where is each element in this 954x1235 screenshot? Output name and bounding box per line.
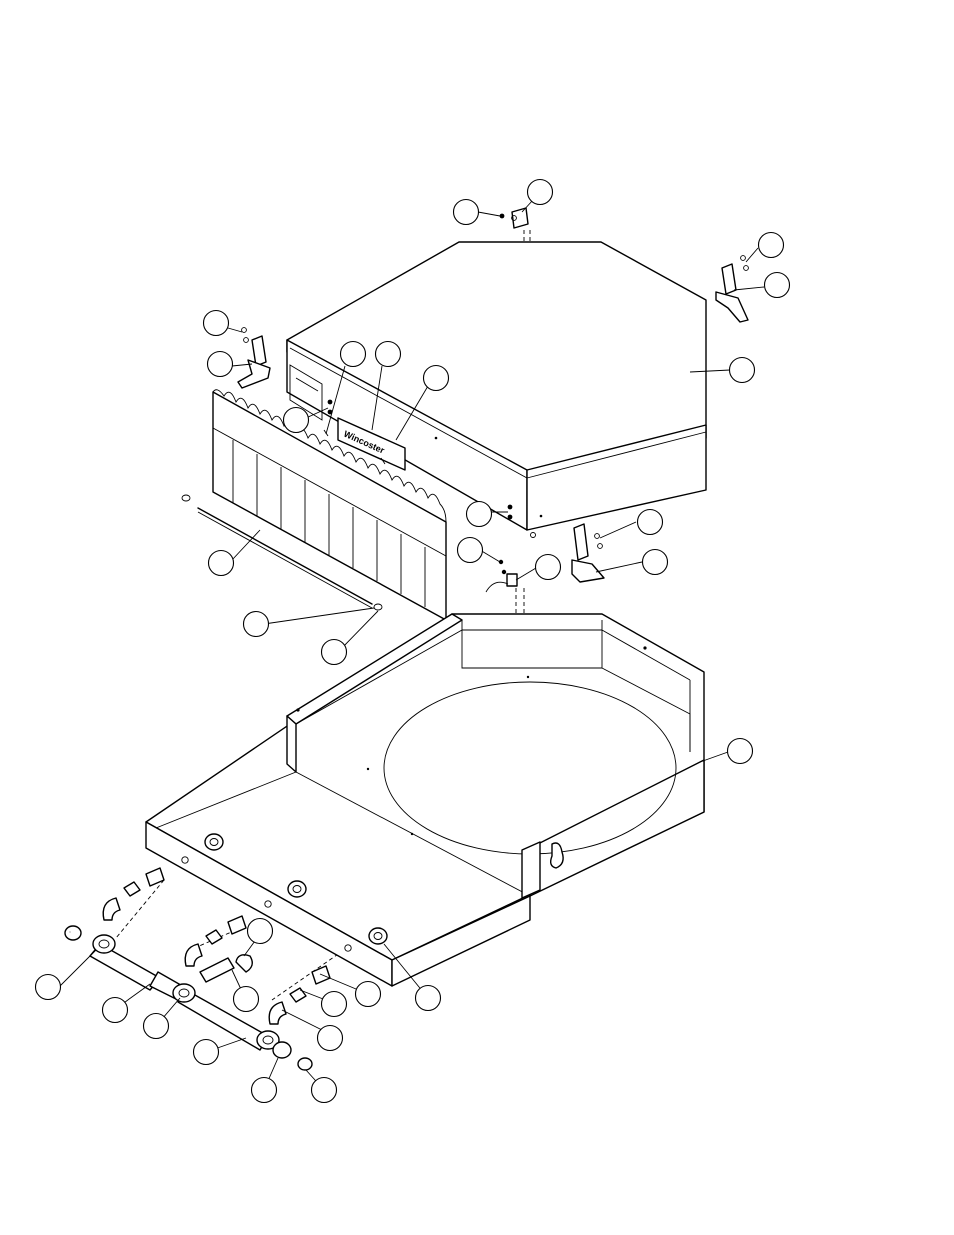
callout-balloon: [318, 1026, 343, 1051]
callout-balloon: [204, 311, 229, 336]
callout-balloon: [284, 408, 309, 433]
callout-balloon: [356, 982, 381, 1007]
callout-balloon: [322, 640, 347, 665]
callout-balloon: [252, 1078, 277, 1103]
callout-balloon: [322, 992, 347, 1017]
callout-balloon: [36, 975, 61, 1000]
callout-balloon: [341, 342, 366, 367]
callout-balloon: [416, 986, 441, 1011]
callout-balloon: [765, 273, 790, 298]
callout-balloon: [248, 919, 273, 944]
callout-balloon: [312, 1078, 337, 1103]
callout-balloon: [244, 612, 269, 637]
callout-balloon: [638, 510, 663, 535]
callout-balloon: [194, 1040, 219, 1065]
callout-balloon: [467, 502, 492, 527]
callout-balloon: [454, 200, 479, 225]
callout-balloon: [528, 180, 553, 205]
callout-balloon: [536, 555, 561, 580]
latch: [486, 574, 517, 592]
callout-balloon: [728, 739, 753, 764]
callout-balloon: [209, 551, 234, 576]
callout-balloon: [376, 342, 401, 367]
callout-balloon: [730, 358, 755, 383]
base-pan: [146, 614, 704, 986]
callout-balloon: [424, 366, 449, 391]
callout-balloon: [643, 550, 668, 575]
callout-balloon: [458, 538, 483, 563]
callout-balloon: [144, 1014, 169, 1039]
callout-balloon: [103, 998, 128, 1023]
callout-balloon: [759, 233, 784, 258]
callout-balloon: [208, 352, 233, 377]
callout-balloon: [234, 987, 259, 1012]
